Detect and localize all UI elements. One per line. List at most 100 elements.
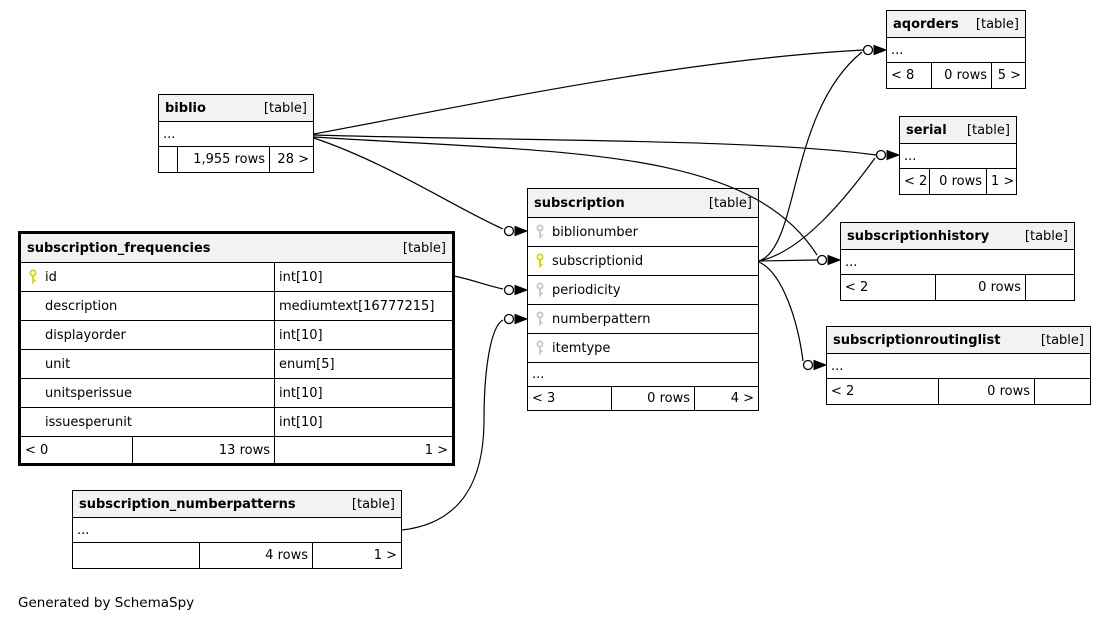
table-subscriptionroutinglist-header[interactable]: subscriptionroutinglist [table] <box>827 327 1090 354</box>
column-name: biblionumber <box>552 224 639 240</box>
column-id[interactable]: id int[10] <box>21 263 452 292</box>
column-name: id <box>45 269 57 285</box>
table-footer: < 2 0 rows <box>827 379 1090 404</box>
column-name: unit <box>45 356 71 372</box>
column-itemtype[interactable]: itemtype <box>528 334 758 363</box>
table-name: subscription_frequencies <box>27 240 211 256</box>
connector-subscription-periodicity <box>503 284 529 296</box>
column-name: numberpattern <box>552 311 651 327</box>
footer-parents: < 2 <box>904 174 928 189</box>
table-subscriptionhistory: subscriptionhistory [table] ... < 2 0 ro… <box>840 222 1075 301</box>
table-subscription: subscription [table] biblionumber subscr… <box>527 188 759 411</box>
table-footer: < 0 13 rows 1 > <box>21 437 452 463</box>
collapsed-columns: ... <box>887 38 1025 63</box>
table-type-label: [table] <box>975 16 1019 32</box>
table-subscription-frequencies: subscription_frequencies [table] id int[… <box>18 231 455 466</box>
table-name: subscription <box>534 195 625 211</box>
foreign-key-icon <box>528 224 552 240</box>
edge-frequencies-subscription-periodicity <box>453 275 504 290</box>
footer-children: 1 > <box>986 169 1018 194</box>
table-biblio: biblio [table] ... 1,955 rows 28 > <box>158 94 314 173</box>
footer-children <box>1025 275 1074 300</box>
table-subscription-numberpatterns: subscription_numberpatterns [table] ... … <box>72 490 402 569</box>
table-name: subscriptionhistory <box>847 228 990 244</box>
footer-children: 1 > <box>274 437 452 463</box>
primary-key-icon <box>528 253 552 269</box>
footer-parents <box>73 543 199 568</box>
footer-children: 4 > <box>694 387 758 410</box>
table-name: subscriptionroutinglist <box>833 332 1001 348</box>
footer-parents: < 2 <box>831 384 855 399</box>
footer-children: 28 > <box>269 147 313 172</box>
footer-row-count: 13 rows <box>132 437 274 463</box>
table-footer: < 2 0 rows 1 > <box>900 169 1016 194</box>
column-type: int[10] <box>274 408 452 436</box>
column-unitsperissue[interactable]: unitsperissue int[10] <box>21 379 452 408</box>
table-name: biblio <box>165 100 206 116</box>
table-aqorders: aqorders [table] ... < 8 0 rows 5 > <box>886 10 1026 89</box>
collapsed-columns: ... <box>73 518 401 543</box>
table-type-label: [table] <box>402 240 446 256</box>
table-subscription-frequencies-header[interactable]: subscription_frequencies [table] <box>21 234 452 263</box>
column-name: subscriptionid <box>552 253 644 269</box>
column-biblionumber[interactable]: biblionumber <box>528 218 758 247</box>
table-serial-header[interactable]: serial [table] <box>900 117 1016 144</box>
table-type-label: [table] <box>966 122 1010 138</box>
footer-children: 5 > <box>991 63 1025 88</box>
table-footer: < 3 0 rows 4 > <box>528 387 758 410</box>
column-type: enum[5] <box>274 350 452 378</box>
collapsed-columns: ... <box>528 363 758 387</box>
table-footer: 1,955 rows 28 > <box>159 147 313 172</box>
column-numberpattern[interactable]: numberpattern <box>528 305 758 334</box>
column-type: int[10] <box>274 321 452 349</box>
table-name: aqorders <box>893 16 959 32</box>
connector-subscriptionroutinglist <box>802 359 828 371</box>
generator-note: Generated by SchemaSpy <box>18 595 195 611</box>
connector-aqorders <box>862 44 888 56</box>
table-type-label: [table] <box>1024 228 1068 244</box>
column-name: displayorder <box>45 327 126 343</box>
column-type: mediumtext[16777215] <box>274 292 452 320</box>
column-description[interactable]: description mediumtext[16777215] <box>21 292 452 321</box>
footer-row-count: 0 rows <box>931 63 991 88</box>
column-name: periodicity <box>552 282 621 298</box>
table-biblio-header[interactable]: biblio [table] <box>159 95 313 122</box>
column-issuesperunit[interactable]: issuesperunit int[10] <box>21 408 452 437</box>
footer-parents: < 0 <box>25 442 49 458</box>
column-unit[interactable]: unit enum[5] <box>21 350 452 379</box>
table-subscription-header[interactable]: subscription [table] <box>528 189 758 218</box>
edge-biblio-serial <box>313 134 877 156</box>
collapsed-columns: ... <box>827 354 1090 379</box>
column-displayorder[interactable]: displayorder int[10] <box>21 321 452 350</box>
primary-key-icon <box>21 269 45 285</box>
table-footer: 4 rows 1 > <box>73 543 401 568</box>
connector-serial <box>875 149 901 161</box>
footer-row-count: 1,955 rows <box>177 147 269 172</box>
footer-row-count: 0 rows <box>938 379 1034 404</box>
column-type: int[10] <box>274 379 452 407</box>
edge-biblio-subscription-biblionumber <box>313 137 504 230</box>
footer-row-count: 0 rows <box>929 169 986 194</box>
table-serial: serial [table] ... < 2 0 rows 1 > <box>899 116 1017 195</box>
column-subscriptionid[interactable]: subscriptionid <box>528 247 758 276</box>
table-subscriptionhistory-header[interactable]: subscriptionhistory [table] <box>841 223 1074 250</box>
column-name: issuesperunit <box>45 414 132 430</box>
table-subscriptionroutinglist: subscriptionroutinglist [table] ... < 2 … <box>826 326 1091 405</box>
collapsed-columns: ... <box>841 250 1074 275</box>
column-name: itemtype <box>552 340 611 356</box>
column-name: description <box>45 298 118 314</box>
table-subscription-numberpatterns-header[interactable]: subscription_numberpatterns [table] <box>73 491 401 518</box>
footer-row-count: 0 rows <box>935 275 1025 300</box>
table-aqorders-header[interactable]: aqorders [table] <box>887 11 1025 38</box>
collapsed-columns: ... <box>900 144 1016 169</box>
table-type-label: [table] <box>708 195 752 211</box>
connector-subscriptionhistory <box>816 254 842 266</box>
column-name: unitsperissue <box>45 385 132 401</box>
table-name: subscription_numberpatterns <box>79 496 296 512</box>
column-periodicity[interactable]: periodicity <box>528 276 758 305</box>
footer-row-count: 0 rows <box>611 387 694 410</box>
footer-parents: < 3 <box>532 391 556 406</box>
connector-subscription-numberpattern <box>503 313 529 325</box>
edge-subscription-subscriptionroutinglist <box>758 261 804 362</box>
